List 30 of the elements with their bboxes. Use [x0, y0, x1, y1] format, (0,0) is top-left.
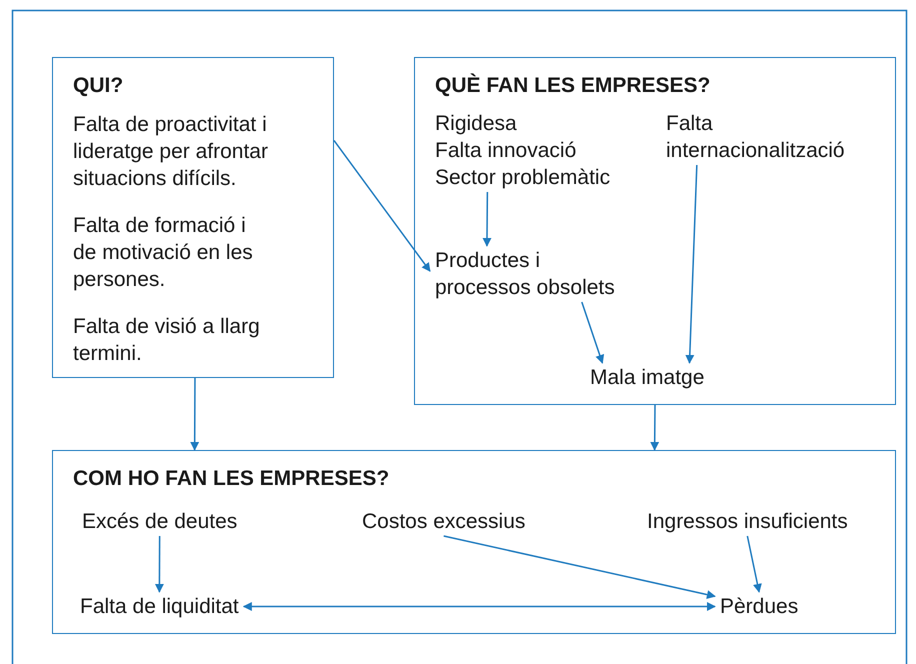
node-text: Falta innovació [435, 138, 578, 164]
node-text: Falta de liquiditat [80, 594, 239, 620]
node-text: Costos excessius [362, 509, 526, 535]
arrow [746, 536, 762, 593]
node-text: Ingressos insuficients [647, 509, 848, 535]
box-text: Falta de visió a llarg termini. [73, 314, 261, 367]
box-heading: QUÈ FAN LES EMPRESES? [435, 72, 712, 99]
arrow [333, 140, 431, 272]
node-text: Rigidesa [435, 111, 518, 137]
node-text: Productes i processos obsolets [435, 248, 615, 301]
arrow [444, 535, 716, 599]
node-text: Mala imatge [590, 365, 704, 391]
arrow [154, 536, 164, 593]
arrow [242, 602, 716, 611]
node-text: Falta internacionalització [666, 111, 845, 164]
arrow [581, 302, 604, 364]
box-heading: QUI? [73, 73, 124, 99]
box-text: Falta de formació i de motivació en les persones. [73, 213, 254, 293]
box-text: Falta de proactivitat i lideratge per afrontar situacions difícils. [73, 112, 269, 192]
panel-box [52, 450, 896, 634]
box-heading: COM HO FAN LES EMPRESES? [73, 466, 390, 492]
arrow [190, 378, 200, 451]
node-text: Excés de deutes [82, 509, 238, 535]
arrow [482, 192, 492, 247]
panel-box [52, 57, 334, 378]
node-text: Sector problemàtic [435, 165, 610, 191]
arrow [650, 405, 660, 451]
node-text: Pèrdues [720, 594, 798, 620]
panel-box [414, 57, 896, 405]
arrow [685, 164, 698, 364]
